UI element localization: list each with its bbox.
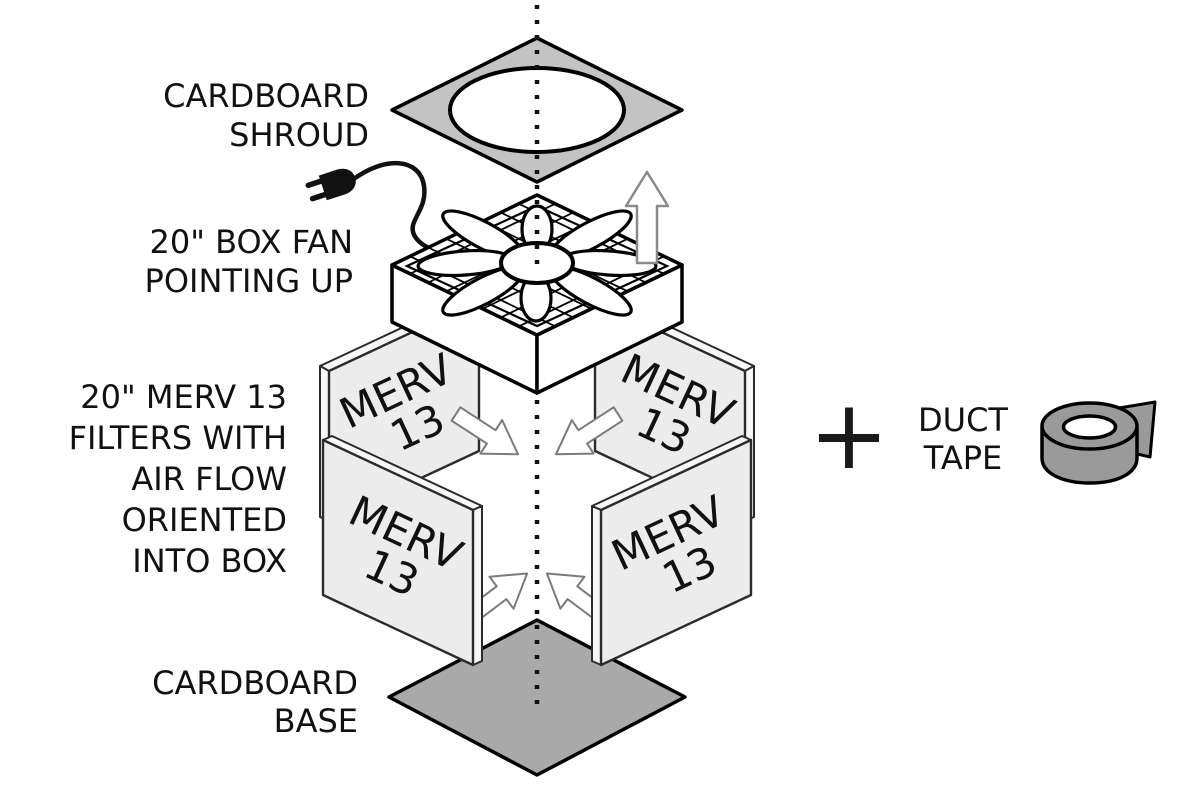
box-fan-icon	[390, 193, 684, 395]
plug-body	[318, 168, 356, 201]
label-merv-filters: 20" MERV 13 FILTERS WITH AIR FLOW ORIENT…	[69, 378, 287, 580]
label-line: CARDBOARD	[152, 664, 358, 702]
label-line: BASE	[274, 702, 358, 740]
airflow-arrow-upper-right	[554, 406, 624, 456]
label-line: 20" MERV 13	[80, 378, 287, 416]
filter-side-edge	[472, 505, 483, 666]
label-line: 20" BOX FAN	[149, 223, 353, 261]
fan-frame-inset	[404, 204, 670, 328]
label-cardboard-base: CARDBOARD BASE	[152, 664, 358, 740]
tape-roll-hole	[1061, 414, 1118, 440]
label-line: CARDBOARD	[163, 77, 369, 115]
label-cardboard-shroud: CARDBOARD SHROUD	[163, 77, 369, 154]
filter-side-edge	[591, 505, 602, 666]
label-box-fan: 20" BOX FAN POINTING UP	[145, 223, 353, 300]
plus-icon: +	[809, 379, 889, 491]
plug-prong	[309, 191, 330, 202]
up-arrow-icon	[624, 170, 670, 265]
power-plug-icon	[305, 168, 356, 202]
label-line: SHROUD	[229, 116, 369, 154]
filter-face	[321, 438, 475, 667]
label-line: POINTING UP	[145, 262, 353, 300]
airflow-arrow-upper-left	[450, 406, 520, 456]
fan-blades	[416, 204, 658, 323]
duct-tape-icon	[1040, 400, 1157, 485]
filter-face	[599, 438, 753, 667]
label-line: FILTERS WITH	[69, 419, 287, 457]
label-line: DUCT	[918, 401, 1008, 439]
plug-prong	[305, 177, 326, 189]
filter-panel-front-left: MERV 13	[321, 435, 483, 667]
filter-panel-front-right: MERV 13	[591, 435, 753, 667]
label-duct-tape: DUCT TAPE	[918, 401, 1008, 477]
label-line: ORIENTED	[122, 501, 287, 539]
label-line: TAPE	[923, 439, 1002, 477]
label-line: INTO BOX	[132, 542, 287, 580]
label-line: AIR FLOW	[131, 460, 287, 498]
